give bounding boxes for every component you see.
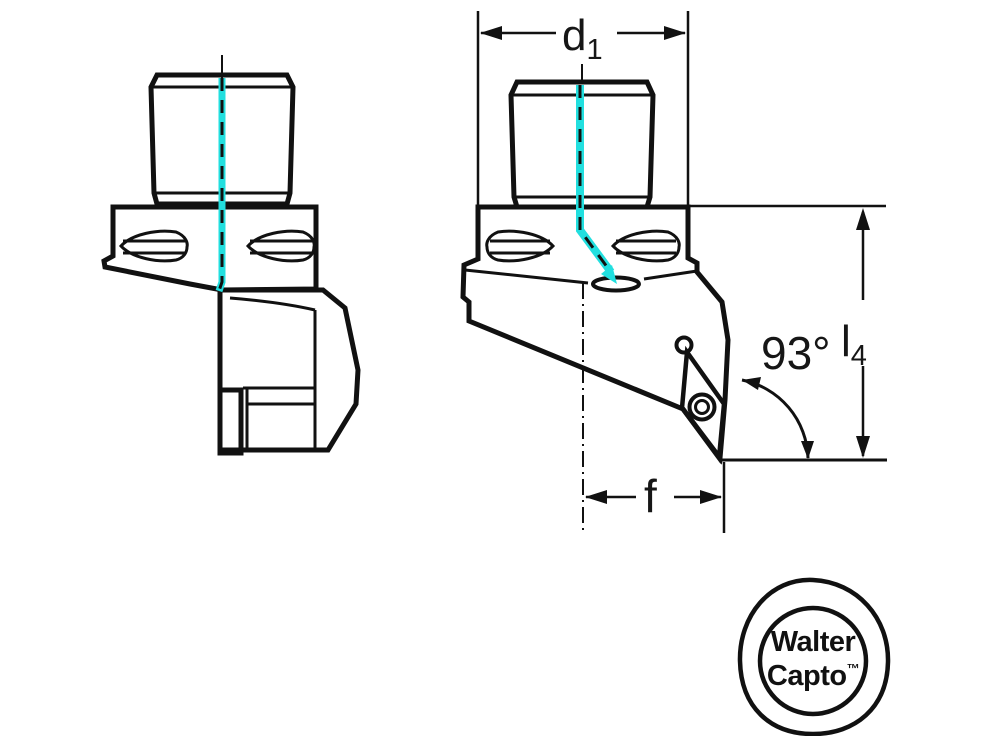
- flange-bottom-edge: [464, 268, 698, 285]
- f-label: f: [644, 470, 657, 522]
- logo-trademark: ™: [847, 661, 860, 676]
- left-shank: [148, 72, 296, 207]
- right-insert-assembly: [674, 335, 727, 465]
- right-view-tool: [460, 64, 731, 533]
- insert-screw-outer: [687, 392, 717, 422]
- logo-text-capto-word: Capto: [767, 660, 847, 692]
- left-coolant-channel: [215, 78, 226, 293]
- slot-outline: [245, 229, 316, 263]
- d1-label-sub: 1: [586, 34, 602, 66]
- left-clamp-slot-left: [118, 229, 189, 263]
- coolant-dash-overlay: [217, 78, 224, 292]
- l4-label: l4: [841, 317, 867, 372]
- left-flange: [101, 204, 319, 293]
- angle-arrow-lower: [801, 441, 814, 459]
- dimension-l4: l4: [690, 204, 887, 462]
- right-clamp-slot-right: [610, 229, 681, 263]
- l4-arrow-down: [856, 436, 870, 458]
- coolant-dash-overlay: [578, 85, 612, 272]
- logo-text-capto: Capto™: [767, 660, 859, 692]
- coolant-line: [576, 85, 615, 275]
- left-insert: [217, 387, 244, 456]
- left-view-tool: [101, 55, 361, 456]
- left-head-pocket-lines: [229, 296, 317, 450]
- coolant-outlet: [591, 275, 641, 293]
- angle-label: 93°: [761, 327, 831, 379]
- dimension-d1: d1: [476, 11, 690, 205]
- d1-arrow-right: [664, 26, 686, 40]
- f-arrow-right: [700, 490, 722, 504]
- d1-label-base: d: [562, 11, 586, 60]
- slot-outline: [485, 229, 556, 263]
- l4-arrow-up: [856, 208, 870, 230]
- coolant-arrowhead: [601, 265, 617, 284]
- d1-arrow-left: [480, 26, 502, 40]
- insert-screw-inner: [694, 399, 710, 415]
- logo-inner-circle: [757, 605, 869, 717]
- left-tool-head: [217, 287, 361, 453]
- right-coolant-channel: [576, 85, 617, 284]
- right-clamp-slot-left: [485, 229, 556, 263]
- walter-capto-logo: Walter Capto™: [737, 577, 891, 736]
- f-arrow-left: [585, 490, 607, 504]
- angle-arrow-upper: [742, 377, 761, 390]
- insert-top-screw: [674, 335, 694, 355]
- slot-outline: [610, 229, 681, 263]
- angle-arc: [741, 378, 810, 459]
- d1-label: d1: [562, 11, 603, 66]
- left-clamp-slot-right: [245, 229, 316, 263]
- dimension-f: f: [585, 462, 726, 533]
- logo-ring: [737, 577, 891, 736]
- right-insert: [679, 345, 727, 465]
- pocket-curve: [229, 296, 316, 312]
- logo-text-walter: Walter: [771, 626, 856, 658]
- slot-outline: [118, 229, 189, 263]
- l4-label-base: l: [841, 317, 851, 366]
- l4-label-sub: 4: [851, 340, 867, 372]
- angle-annotation: 93°: [741, 327, 831, 459]
